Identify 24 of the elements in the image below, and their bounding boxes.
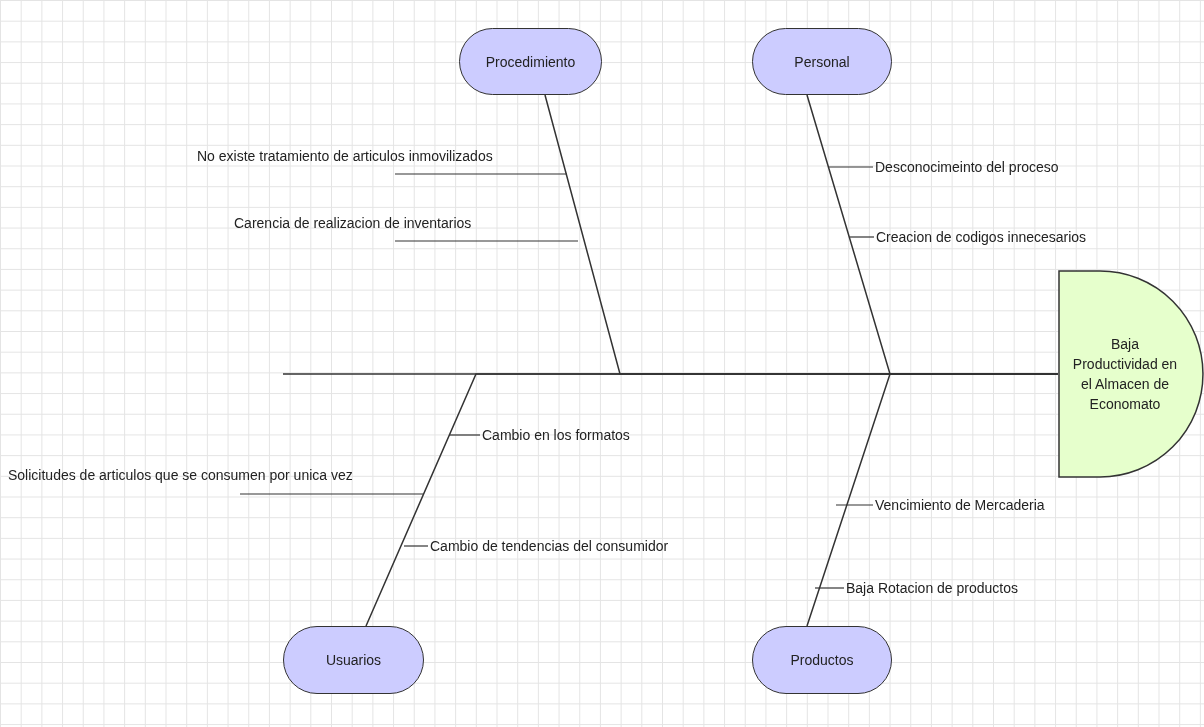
leader-line	[814, 587, 845, 589]
cause-text: No existe tratamiento de articulos inmovilizados	[197, 147, 493, 165]
cause-text: Desconocimeinto del proceso	[875, 158, 1059, 176]
cause-text: Solicitudes de articulos que se consumen por unica vez	[8, 466, 353, 484]
cause-text: Baja Rotacion de productos	[846, 579, 1018, 597]
cause-text: Vencimiento de Mercaderia	[875, 496, 1045, 514]
leader-line	[849, 236, 875, 238]
category-box: Usuarios	[283, 626, 424, 694]
leader-line	[394, 173, 568, 175]
leader-line	[828, 166, 874, 168]
category-box: Productos	[752, 626, 892, 694]
leader-line	[403, 545, 429, 547]
leader-line	[835, 504, 874, 506]
effect-text: Baja Productividad en el Almacen de Economato	[1071, 335, 1179, 414]
category-box: Procedimiento	[459, 28, 602, 95]
leader-line	[239, 493, 424, 495]
leader-line	[394, 240, 579, 242]
cause-text: Cambio de tendencias del consumidor	[430, 537, 669, 555]
leader-line	[448, 434, 481, 436]
category-box: Personal	[752, 28, 892, 95]
cause-text: Cambio en los formatos	[482, 426, 630, 444]
cause-text: Creacion de codigos innecesarios	[876, 228, 1087, 246]
cause-text: Carencia de realizacion de inventarios	[234, 214, 472, 232]
effect-shape	[1058, 270, 1204, 478]
